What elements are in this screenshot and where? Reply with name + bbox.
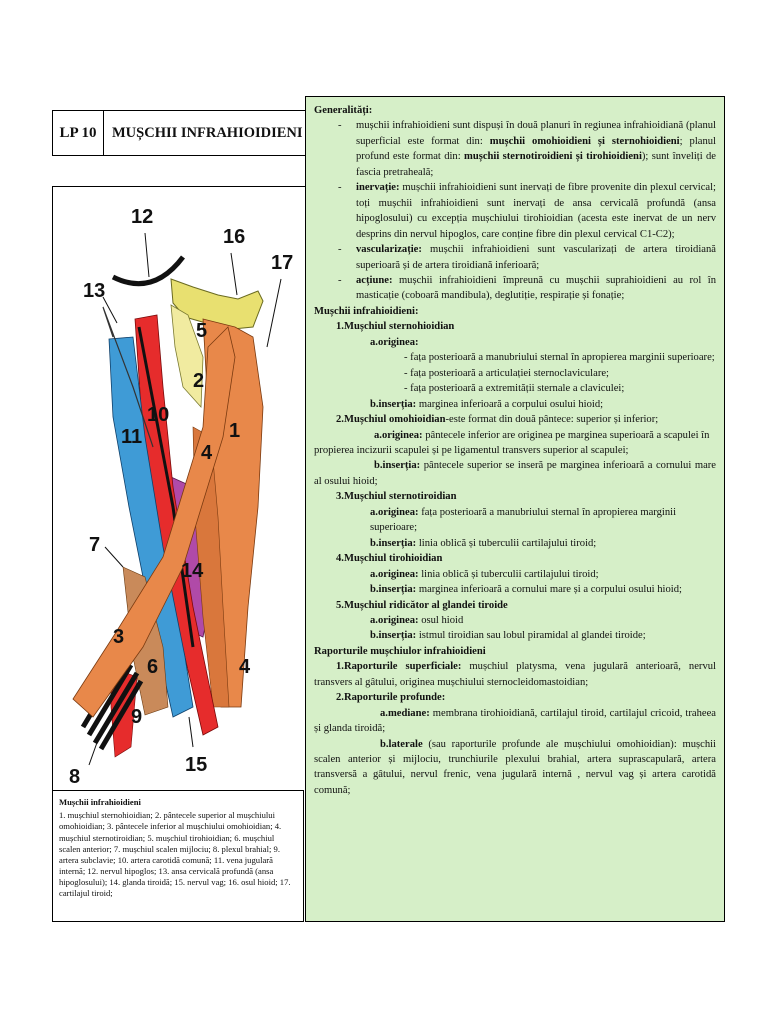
muscle-title: 2.Mușchiul omohioidian-este format din d… — [336, 414, 659, 426]
fig-label: 14 — [181, 560, 204, 582]
general-item: -vascularizație: mușchii infrahioidieni … — [338, 244, 716, 271]
label-leaders — [88, 232, 282, 766]
muscle-title: 5.Mușchiul ridicător al glandei tiroide — [336, 599, 508, 611]
muscle-title: 1.Mușchiul sternohioidian — [336, 321, 455, 333]
origin-label: a.originea: — [370, 336, 419, 348]
relations-heading: Raporturile mușchiulor infrahioidieni — [314, 645, 486, 657]
relations-superficial: 1.Raporturile superficiale: mușchiul pla… — [314, 661, 716, 688]
insertion-line: b.inserția: linia oblică și tuberculii c… — [370, 537, 597, 549]
fig-label: 13 — [83, 280, 105, 302]
general-item: -acțiune: mușchii infrahioidieni împreun… — [338, 274, 716, 302]
fig-label: 3 — [113, 626, 124, 648]
vagus-nerve — [137, 326, 195, 648]
content-panel: Generalități: -mușchii infrahioidieni su… — [305, 96, 725, 922]
origin-line: - fața posterioară a manubriului sternal… — [404, 352, 715, 364]
fig-label: 17 — [271, 252, 293, 274]
origin-line: a.originea: fața posterioară a manubriul… — [370, 506, 677, 534]
fig-label: 4 — [201, 442, 213, 464]
fig-label: 12 — [131, 206, 153, 228]
hypoglossal-nerve — [111, 255, 185, 287]
fig-label: 4 — [239, 656, 251, 678]
fig-label: 11 — [121, 426, 142, 448]
insertion-line: b.inserția: pântecele superior se inseră… — [314, 460, 716, 487]
fig-label: 8 — [69, 766, 80, 788]
origin-line: - fața posterioară a articulației sterno… — [404, 367, 609, 379]
relations-deep-title: 2.Raporturile profunde: — [336, 692, 446, 704]
fig-label: 2 — [193, 370, 204, 392]
omohyoid-muscle — [72, 326, 236, 718]
caption-title: Mușchii infrahioidieni — [59, 797, 141, 807]
lesson-header: LP 10 MUȘCHII INFRAHIOIDIENI — [52, 110, 306, 156]
origin-line: propierea incizurii scapulei și pe ligam… — [314, 444, 629, 456]
relations-lateral: b.laterale (sau raporturile profunde ale… — [314, 738, 716, 796]
origin-line: - fața posterioară a extremității sterna… — [404, 383, 625, 395]
general-heading: Generalități: — [314, 105, 373, 116]
internal-jugular-vein — [108, 336, 194, 718]
muscle-title: 4.Mușchiul tirohioidian — [336, 553, 443, 565]
caption-text: 1. mușchiul sternohioidian; 2. pântecele… — [59, 810, 291, 899]
insertion-line: b.inserția: istmul tiroidian sau lobul p… — [370, 630, 646, 642]
thyroid-cartilage — [170, 304, 204, 408]
lesson-code: LP 10 — [53, 111, 104, 155]
fig-label: 5 — [196, 320, 207, 342]
fig-label: 16 — [223, 226, 245, 248]
origin-line: a.originea: pântecele inferior are origi… — [374, 429, 710, 441]
origin-line: a.originea: osul hioid — [370, 614, 464, 626]
lesson-title: MUȘCHII INFRAHIOIDIENI — [112, 124, 303, 141]
origin-line: a.originea: linia oblică și tuberculii c… — [370, 568, 599, 580]
ansa-cervicalis — [102, 306, 154, 448]
general-item: -inervație: mușchii infrahioidieni sunt … — [338, 182, 716, 240]
fig-label: 9 — [131, 706, 142, 728]
fig-label: 7 — [89, 534, 100, 556]
muscles-heading: Mușchii infrahioidieni: — [314, 305, 419, 317]
muscle-title: 3.Mușchiul sternotiroidian — [336, 491, 457, 503]
general-item: -mușchii infrahioidieni sunt dispuși în … — [338, 120, 716, 178]
fig-label: 15 — [185, 754, 207, 776]
anatomy-figure: 12 16 17 13 5 2 10 11 1 4 7 14 3 6 4 9 8… — [52, 186, 306, 791]
neck-muscles-illustration: 12 16 17 13 5 2 10 11 1 4 7 14 3 6 4 9 8… — [69, 206, 293, 788]
fig-label: 6 — [147, 656, 158, 678]
insertion-line: b.inserția: marginea inferioară a cornul… — [370, 584, 682, 596]
insertion-line: b.inserția: marginea inferioară a corpul… — [370, 398, 604, 410]
relations-median: a.mediane: membrana tirohioidiană, carti… — [314, 707, 716, 735]
fig-label: 10 — [147, 404, 169, 426]
figure-caption: Mușchii infrahioidieni 1. mușchiul stern… — [52, 790, 304, 922]
fig-label: 1 — [229, 420, 240, 442]
